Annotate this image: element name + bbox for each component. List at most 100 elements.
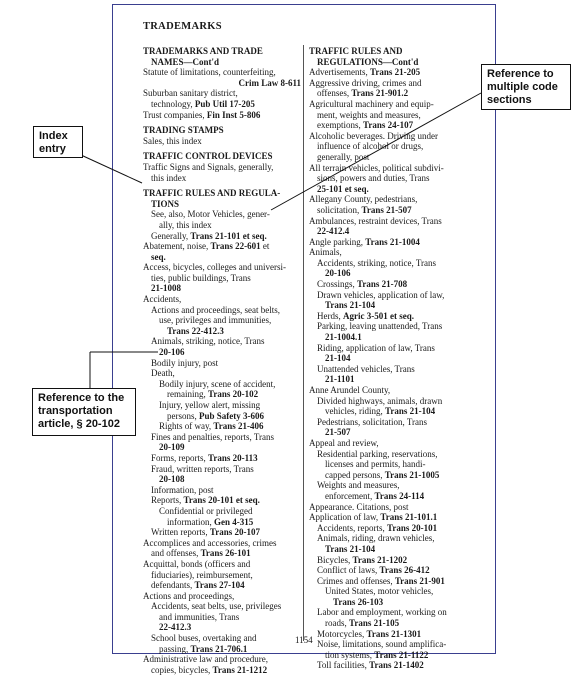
index-line: Animals, riding, drawn vehicles, <box>317 533 435 544</box>
index-line: Appearance. Citations, post <box>309 501 409 512</box>
index-line: ties, public buildings, Trans <box>151 272 251 283</box>
index-line: roads, Trans 21-105 <box>325 618 400 629</box>
index-line: solicitation, Trans 21-507 <box>317 204 412 215</box>
index-line: Trans 26-103 <box>333 596 384 607</box>
index-line: TRAFFIC RULES AND REGULA- <box>143 188 281 199</box>
page-number: 1154 <box>295 635 313 645</box>
index-line: Noise, limitations, sound amplifica- <box>317 639 447 650</box>
index-line: Appeal and review, <box>309 437 379 448</box>
index-line: information, Gen 4-315 <box>167 516 254 527</box>
index-line: Death, <box>151 368 175 379</box>
index-line: Animals, striking, notice, Trans <box>151 336 265 347</box>
index-line: Generally, Trans 21-101 et seq. <box>151 230 267 241</box>
index-line: Bodily injury, scene of accident, <box>159 378 276 389</box>
index-line: Statute of limitations, counterfeiting, <box>143 67 276 78</box>
index-line: Administrative law and procedure, <box>143 654 268 665</box>
index-line: Accidents, <box>143 294 182 305</box>
index-line: vehicles, riding, Trans 21-104 <box>325 406 436 417</box>
index-line: capped persons, Trans 21-1005 <box>325 469 440 480</box>
index-line: Confidential or privileged <box>159 505 253 516</box>
index-line: Unattended vehicles, Trans <box>317 363 415 374</box>
index-line: influence of alcohol or drugs, <box>317 141 424 152</box>
index-line: Accomplices and accessories, crimes <box>143 537 277 548</box>
index-line: ally, this index <box>159 219 212 230</box>
index-line: Toll facilities, Trans 21-1402 <box>317 660 424 671</box>
index-line: 21-507 <box>325 427 351 438</box>
index-line: 22-412.3 <box>159 622 192 633</box>
index-line: See, also, Motor Vehicles, gener- <box>151 209 270 220</box>
index-line: TIONS <box>151 198 180 209</box>
index-line: 25-101 et seq. <box>317 183 369 194</box>
index-line: ment, weights and measures, <box>317 109 421 120</box>
index-line: tion systems, Trans 21-1122 <box>325 649 429 660</box>
index-line: Trust companies, Fin Inst 5-806 <box>143 109 261 120</box>
index-line: Pedestrians, solicitation, Trans <box>317 416 427 427</box>
index-line: TRAFFIC CONTROL DEVICES <box>143 151 273 162</box>
index-line: Information, post <box>151 484 214 495</box>
index-line: Advertisements, Trans 21-205 <box>309 67 421 78</box>
index-line: Divided highways, animals, drawn <box>317 395 443 406</box>
index-line: TRADEMARKS AND TRADE <box>143 46 263 56</box>
index-line: copies, bicycles, Trans 21-1212 <box>151 664 268 675</box>
index-line: Actions and proceedings, <box>143 590 235 601</box>
index-line: Angle parking, Trans 21-1004 <box>309 236 420 247</box>
index-line: All terrain vehicles, political subdivi- <box>309 162 444 173</box>
index-line: 20-106 <box>159 347 185 358</box>
index-line: Sales, this index <box>143 135 202 146</box>
callout-multiple-sections: Reference to multiple code sections <box>481 64 571 110</box>
index-line: Traffic Signs and Signals, generally, <box>143 161 274 172</box>
index-line: and offenses, Trans 26-101 <box>151 548 251 559</box>
index-line: Crim Law 8-611 <box>238 77 302 88</box>
index-line: Written reports, Trans 20-107 <box>151 527 260 538</box>
index-line: passing, Trans 21-706.1 <box>159 643 248 654</box>
index-line: Suburban sanitary district, <box>143 88 238 99</box>
index-line: 21-1101 <box>325 374 355 385</box>
index-line: Accidents, reports, Trans 20-101 <box>317 522 438 533</box>
index-line: Alcoholic beverages. Driving under <box>309 130 438 141</box>
index-line: generally, post <box>317 151 370 162</box>
index-line: Crimes and offenses, Trans 21-901 <box>317 575 445 586</box>
index-line: use, privileges and immunities, <box>159 315 272 326</box>
index-line: TRAFFIC RULES AND <box>309 46 403 56</box>
index-line: enforcement, Trans 24-114 <box>325 490 425 501</box>
index-line: Trans 21-104 <box>325 543 376 554</box>
index-line: Parking, leaving unattended, Trans <box>317 321 443 332</box>
index-line: Weights and measures, <box>317 480 400 491</box>
index-line: Abatement, noise, Trans 22-601 et <box>143 241 270 252</box>
index-line: 21-104 <box>325 353 351 364</box>
index-line: Aggressive driving, crimes and <box>309 77 422 88</box>
index-line: this index <box>151 172 187 183</box>
index-line: TRADING STAMPS <box>143 125 224 136</box>
index-line: Bodily injury, post <box>151 357 219 368</box>
index-line: Animals, <box>309 247 342 258</box>
index-line: Bicycles, Trans 21-1202 <box>317 554 408 565</box>
callout-transportation-article: Reference to the transportation article,… <box>32 388 136 436</box>
index-line: Drawn vehicles, application of law, <box>317 289 445 300</box>
index-line: Injury, yellow alert, missing <box>159 400 261 410</box>
index-line: Ambulances, restraint devices, Trans <box>309 215 442 226</box>
index-line: fiduciaries), reimbursement, <box>151 569 253 580</box>
index-line: 22-412.4 <box>317 226 350 237</box>
index-line: Residential parking, reservations, <box>317 448 438 459</box>
index-line: Actions and proceedings, seat belts, <box>151 304 280 315</box>
index-line: Motorcycles, Trans 21-1301 <box>317 628 422 639</box>
index-line: and immunities, Trans <box>159 611 240 622</box>
index-line: REGULATIONS—Cont'd <box>317 56 419 67</box>
index-line: defendants, Trans 27-104 <box>151 580 245 591</box>
index-line: 20-106 <box>325 268 351 279</box>
index-line: Herds, Agric 3-501 et seq. <box>317 310 414 321</box>
index-line: 21-1008 <box>151 283 181 294</box>
index-line: sions, powers and duties, Trans <box>317 173 430 184</box>
callout-index-entry: Index entry <box>33 126 83 158</box>
index-line: Reports, Trans 20-101 et seq. <box>151 495 260 506</box>
index-line: NAMES—Cont'd <box>151 56 220 67</box>
index-line: 20-109 <box>159 442 185 453</box>
index-line: Application of law, Trans 21-101.1 <box>309 512 438 523</box>
index-line: Acquittal, bonds (officers and <box>143 558 251 569</box>
column-divider <box>303 45 304 641</box>
index-line: Trans 21-104 <box>325 300 376 311</box>
index-line: Fines and penalties, reports, Trans <box>151 431 274 442</box>
